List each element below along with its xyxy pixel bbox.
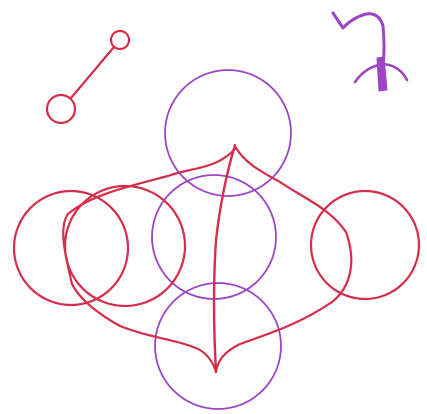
bottom-circle <box>155 283 281 409</box>
sigil-glyph <box>333 13 407 91</box>
central-vertical-stroke <box>214 145 235 372</box>
dumbbell-large-circle <box>47 95 75 123</box>
sigil-stem-thick <box>377 57 387 91</box>
vesica-outline <box>63 148 351 372</box>
dumbbell-glyph <box>47 31 129 123</box>
right-circle <box>311 191 419 299</box>
circle-arrangement <box>14 70 419 409</box>
dumbbell-bar <box>71 47 114 98</box>
left-outer-circle <box>14 191 128 305</box>
